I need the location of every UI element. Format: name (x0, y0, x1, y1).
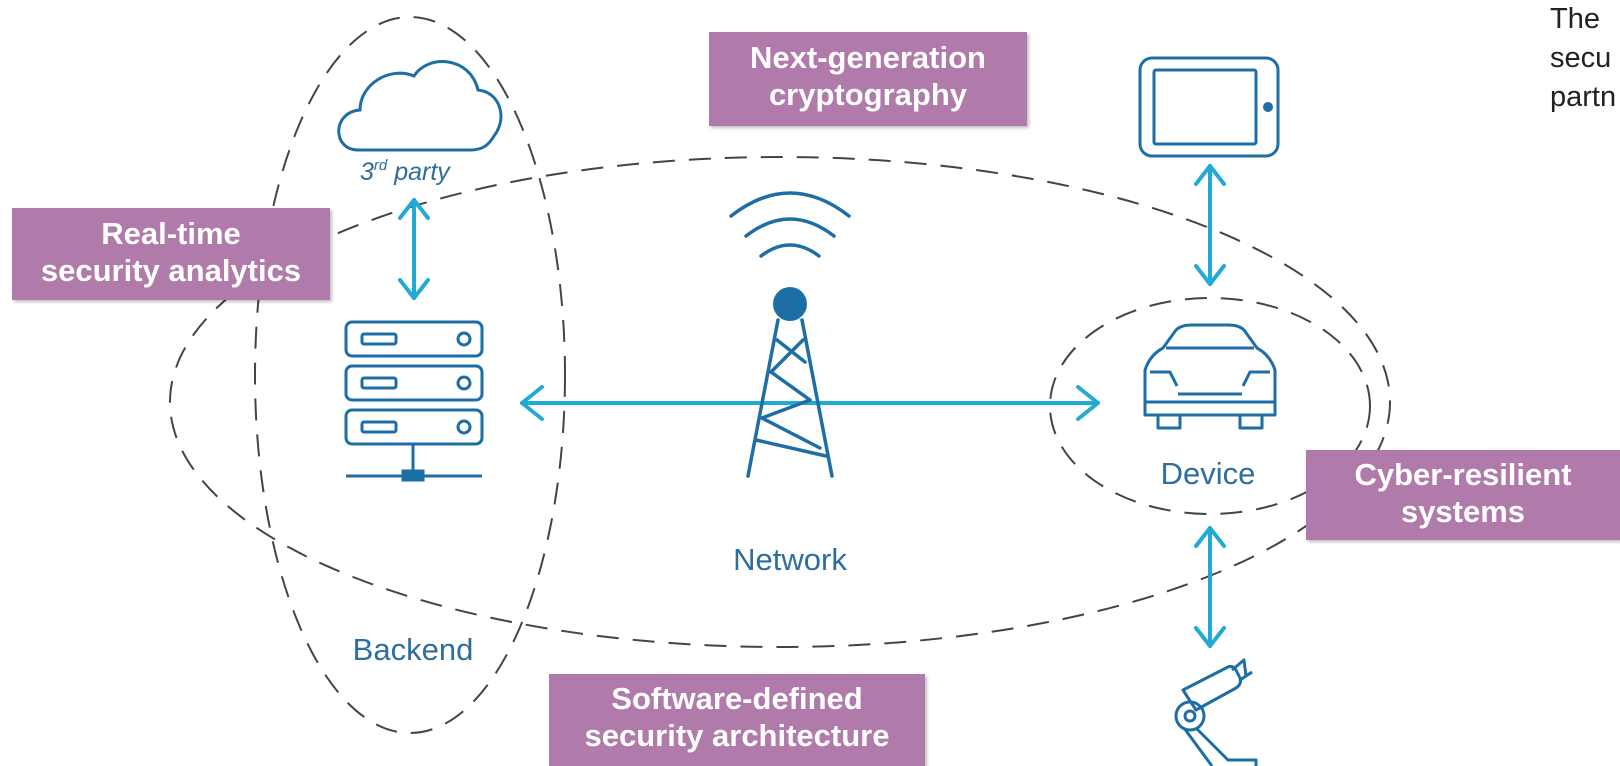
backend-boundary (254, 16, 566, 734)
tablet-car-arrow (1194, 164, 1226, 286)
callout-line: Next-generation (750, 40, 986, 75)
callout-line: systems (1400, 494, 1526, 529)
cloud-server-arrow (398, 198, 430, 300)
callout-line: Software-defined (611, 681, 863, 716)
callout-line: security architecture (584, 718, 890, 753)
callout-line: cryptography (768, 77, 968, 112)
car-icon (1143, 323, 1277, 430)
backend-label: Backend (353, 632, 474, 667)
tablet-icon (1138, 56, 1280, 158)
server-rack-icon (344, 320, 484, 482)
callout-line: security analytics (40, 253, 302, 288)
third-party-label: 3rd party (360, 157, 451, 186)
network-label: Network (733, 542, 847, 577)
callout-next-generation-cryptography: Next-generation cryptography (709, 32, 1027, 126)
callout-line: Real-time (101, 216, 241, 251)
callout-line: Cyber-resilient (1354, 457, 1572, 492)
side-text-line: The (1550, 3, 1600, 35)
cell-tower-icon (729, 191, 851, 478)
callout-cyber-resilient-systems: Cyber-resilient systems (1306, 450, 1620, 540)
robot-arm-icon (1174, 658, 1258, 766)
backend-network-device-arrow (520, 385, 1100, 421)
callout-software-defined-security-architecture: Software-defined security architecture (549, 674, 925, 766)
side-text-line: secu (1550, 42, 1612, 74)
side-text-line: partn (1550, 81, 1617, 113)
cloud-icon (337, 60, 503, 152)
callout-real-time-security-analytics: Real-time security analytics (12, 208, 330, 300)
side-paragraph: The secu partn (1550, 0, 1620, 117)
network-boundary (169, 156, 1391, 648)
device-label: Device (1161, 456, 1256, 491)
device-boundary (1049, 297, 1371, 515)
car-robot-arrow (1194, 526, 1226, 648)
